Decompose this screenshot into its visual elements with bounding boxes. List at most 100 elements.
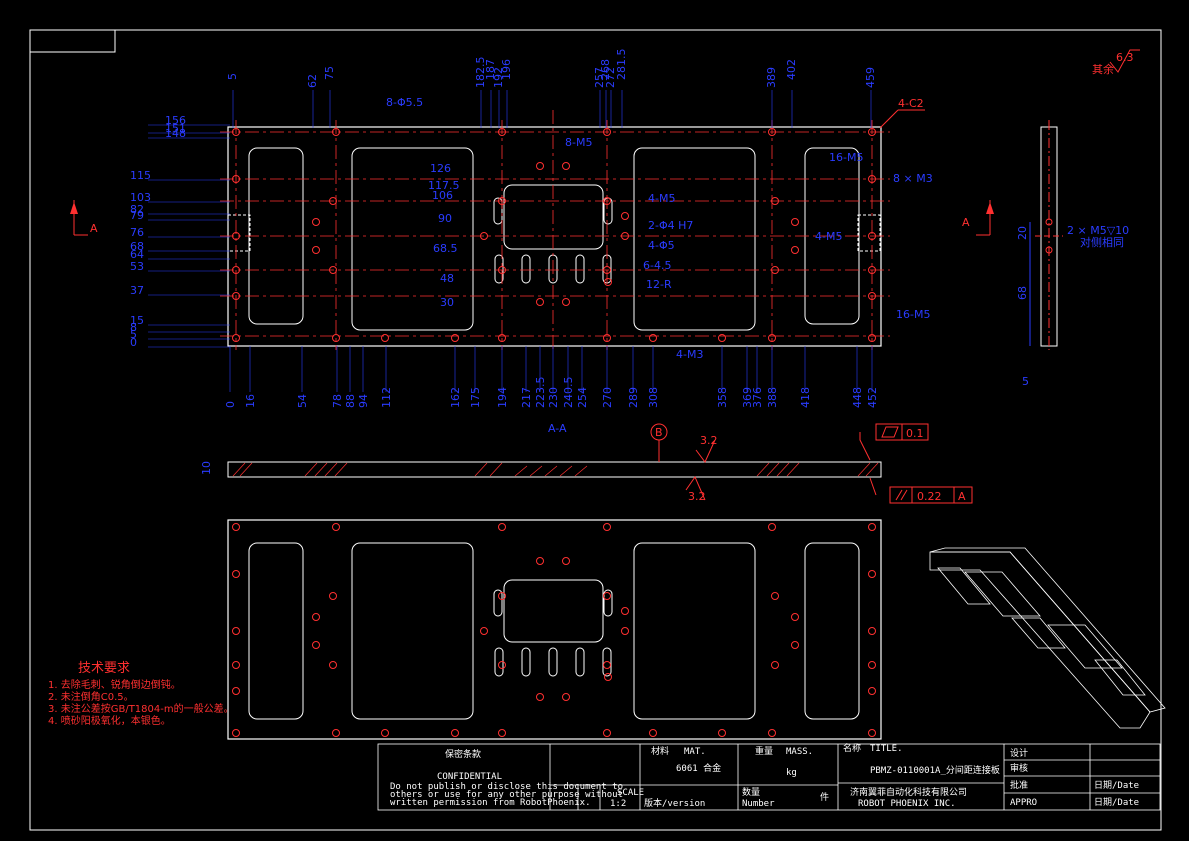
hole [562,162,570,170]
hole [649,729,657,737]
holes-plan [232,128,876,342]
dim-bottom-label: 270 [601,387,614,408]
hole [232,661,240,669]
dim-left-label: 103 [130,191,151,204]
svg-text:重量: 重量 [755,745,773,757]
hole-callout: 4-Φ5 [648,239,675,252]
roughness-value: 6.3 [1116,51,1134,64]
svg-text:TITLE.: TITLE. [870,744,903,754]
dim-left-label: 76 [130,226,144,239]
hole-callout: 8 × M3 [893,172,933,185]
dim-left-label: 53 [130,260,144,273]
dim-left-label: 8 [130,321,137,334]
hole [536,298,544,306]
hole [868,292,876,300]
hole [621,232,629,240]
hole-callout: 16-M5 [829,151,863,164]
dim-left-label: 156 [165,114,186,127]
hole [381,729,389,737]
svg-text:件: 件 [820,791,829,803]
hole [768,128,776,136]
svg-text:3.2: 3.2 [700,434,718,447]
hole-callout: 12-R [646,278,672,291]
hole [562,298,570,306]
dim-left-label: 148 [165,127,186,140]
hole [718,334,726,342]
drawing-frame [29,29,1162,831]
hole-callout: 126 [430,162,451,175]
dim-left-label: 68 [130,240,144,253]
svg-text:技术要求: 技术要求 [78,661,130,676]
dim-bottom-label: 112 [380,387,393,408]
hole [771,266,779,274]
svg-text:Do not publish or disclose thi: Do not publish or disclose this document… [390,782,623,792]
svg-text:2. 未注倒角C0.5。: 2. 未注倒角C0.5。 [48,690,134,703]
hole [332,729,340,737]
svg-text:ROBOT PHOENIX INC.: ROBOT PHOENIX INC. [858,799,956,809]
dim-top-label: 459 [864,67,877,88]
hole [868,523,876,531]
dim-bottom-label: 217 [520,387,533,408]
hole [536,557,544,565]
svg-text:A: A [962,216,970,229]
dim-left-label: 115 [130,169,151,182]
dim-bottom-label: 88 [344,394,357,408]
section-view: A-A 10 B 3.2 3.2 0.1 0.22 [200,422,973,504]
tech-requirements: 技术要求 1. 去除毛刺、锐角倒边倒钝。 2. 未注倒角C0.5。 3. 未注公… [48,661,234,727]
dim-top-label: 257 [593,67,606,88]
hole-callout: 90 [438,212,452,225]
dim-bottom-label: 78 [331,394,344,408]
slots [493,197,613,284]
svg-text:0.1: 0.1 [906,427,924,440]
dim-bottom-label: 240.5 [562,377,575,409]
dim-left-label: 151 [165,122,186,135]
hole [768,523,776,531]
dim-left-label: 82 [130,203,144,216]
hole [312,218,320,226]
hole-callout: 4-M5 [815,230,842,243]
dim-top-label: 62 [306,74,319,88]
side-view: 20 68 5 2 × M5▽10 对侧相同 [1016,120,1129,388]
dim-top-label: 75 [323,66,336,80]
svg-text:68: 68 [1016,286,1029,300]
hole [498,523,506,531]
hole [332,334,340,342]
dim-bottom-label: 194 [496,387,509,408]
hole [451,334,459,342]
hole [329,592,337,600]
svg-text:MAT.: MAT. [684,747,706,757]
svg-text:kg: kg [786,768,797,778]
bottom-view [227,519,882,740]
dim-top-label: 402 [785,59,798,80]
hole-callout: 30 [440,296,454,309]
dim-left-label: 15 [130,314,144,327]
hole-callout: 106 [432,189,453,202]
hole [868,334,876,342]
hole [868,128,876,136]
svg-text:6061 合金: 6061 合金 [676,762,721,774]
hole [868,175,876,183]
dim-top-label: 281.5 [615,49,628,81]
hole [480,627,488,635]
hole-callout: 8-Φ5.5 [386,96,423,109]
svg-text:20: 20 [1016,226,1029,240]
dim-bottom-label: 369 [741,387,754,408]
hole [621,212,629,220]
hole-callout: 4-M3 [676,348,703,361]
hole [536,693,544,701]
svg-text:材料: 材料 [651,745,669,757]
hole [868,729,876,737]
dim-bottom-label: 254 [576,387,589,408]
hole [771,661,779,669]
dim-top-label: 5 [226,73,239,80]
hole [232,266,240,274]
hole [771,197,779,205]
dim-bottom-label: 388 [766,387,779,408]
dim-left-label: 5 [130,328,137,341]
hole-callout: 16-M5 [896,308,930,321]
hole-callout: 48 [440,272,454,285]
svg-text:1:2: 1:2 [610,799,626,809]
dim-bottom-label: 376 [751,387,764,408]
dim-top-label: 272 [604,67,617,88]
title-block [377,743,1161,811]
